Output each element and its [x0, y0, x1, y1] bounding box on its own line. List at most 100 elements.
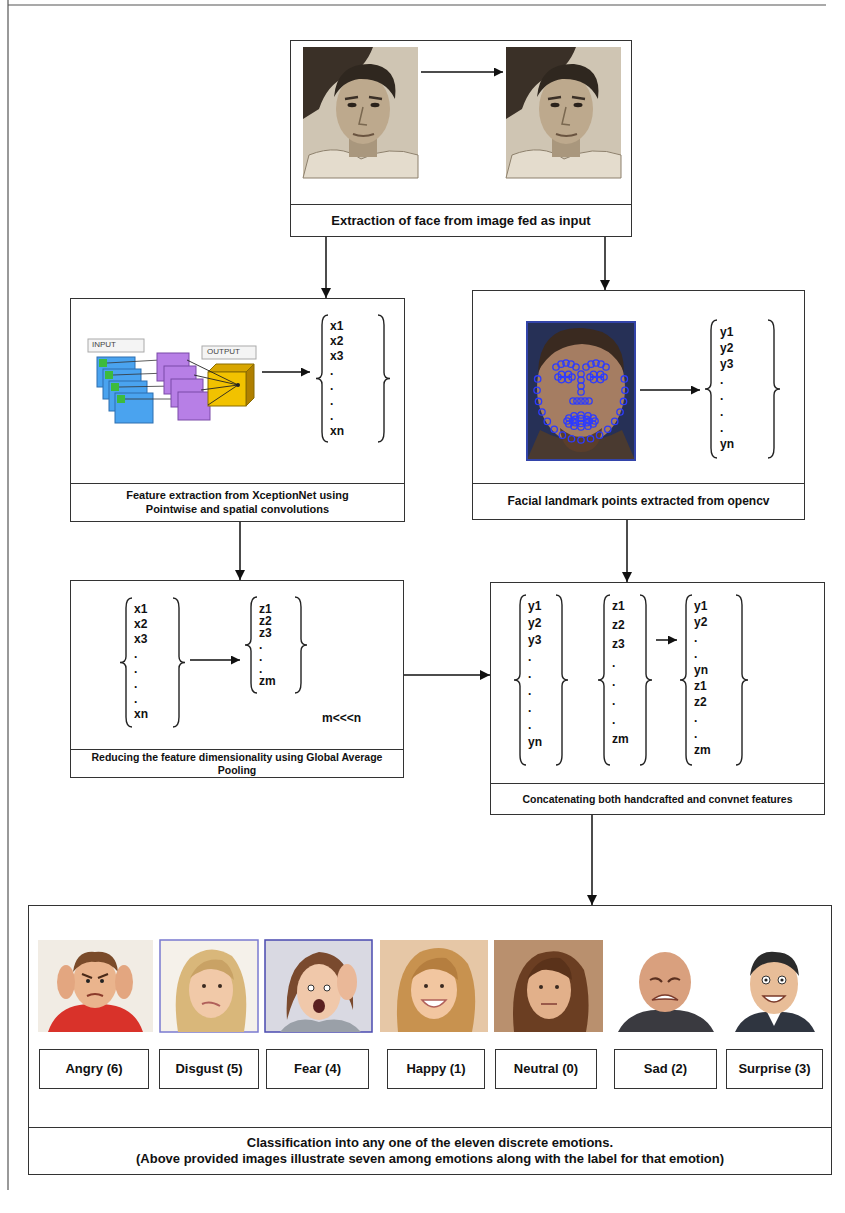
vector-element: .: [134, 648, 137, 662]
cnn-illustration: [117, 395, 125, 403]
vector-element: .: [694, 728, 697, 742]
landmark-point: [534, 387, 540, 393]
vector-element: x1: [134, 603, 147, 617]
box-caption: (Above provided images illustrate seven …: [136, 1151, 724, 1167]
emotion-photo: [313, 999, 325, 1013]
vector-element: .: [720, 390, 723, 404]
vector-element: xn: [330, 425, 344, 439]
landmark-point: [551, 426, 557, 432]
cnn-illustration: [88, 339, 144, 352]
process-box: Extraction of face from image fed as inp…: [290, 40, 632, 237]
flow-arrow: [404, 674, 490, 676]
landmark-point: [578, 389, 584, 395]
vector-element: .: [720, 374, 723, 388]
flow-arrow: [626, 520, 628, 582]
vector-element: .: [694, 712, 697, 726]
vector-element: y2: [720, 342, 733, 356]
emotion-photo: [727, 940, 822, 1032]
vector-element: zm: [259, 675, 276, 689]
emotion-photo: [38, 940, 153, 1032]
emotion-photo: [610, 940, 720, 1032]
vector-brace: [378, 315, 390, 442]
vector-element: .: [612, 695, 615, 709]
emotion-photo: [494, 940, 603, 1032]
emotion-photo: [650, 978, 680, 982]
landmark-point: [578, 437, 584, 443]
box-caption: Concatenating both handcrafted and convn…: [522, 793, 792, 806]
flow-arrow: [190, 659, 240, 661]
process-box: Feature extraction from XceptionNet usin…: [70, 298, 405, 522]
landmark-photo: [538, 328, 624, 372]
landmark-photo: [527, 322, 635, 460]
emotion-photo: [735, 1012, 815, 1032]
emotion-photo: [48, 1004, 143, 1032]
landmark-point: [612, 418, 618, 424]
vector-brace: [556, 595, 568, 765]
landmark-photo: [527, 322, 635, 460]
emotion-photo: [767, 1012, 781, 1026]
landmark-point: [603, 364, 609, 370]
face-photo: [303, 47, 418, 178]
landmark-point: [558, 371, 564, 377]
emotion-photo: [190, 959, 234, 980]
emotion-label: Fear (4): [294, 1061, 341, 1077]
vector-brace: [120, 315, 780, 765]
box-caption: Classification into any one of the eleve…: [247, 1135, 613, 1151]
page-frame: [7, 0, 8, 1190]
landmark-point: [539, 409, 545, 415]
vector-element: z1: [694, 680, 707, 694]
emotion-photo: [527, 958, 572, 980]
vector-element: x3: [134, 633, 147, 647]
landmark-photo: [640, 389, 700, 391]
vector-element: z2: [694, 696, 707, 710]
box-caption: Feature extraction from XceptionNet usin…: [101, 489, 374, 516]
emotion-photo: [160, 940, 258, 1032]
vector-element: .: [330, 365, 333, 379]
vector-element: .: [134, 693, 137, 707]
emotion-label: Surprise (3): [738, 1061, 810, 1077]
emotion-label-box: Fear (4): [266, 1049, 369, 1089]
cnn-illustration: [99, 359, 107, 367]
vector-brace: [768, 320, 780, 458]
landmark-point: [622, 387, 628, 393]
emotion-photo: [494, 940, 603, 1032]
emotion-photo: [397, 948, 475, 1032]
landmark-point: [568, 436, 574, 442]
emotion-photo: [115, 965, 133, 999]
vector-element: .: [134, 678, 137, 692]
vector-element: yn: [694, 664, 708, 678]
caption-band: Reducing the feature dimensionality usin…: [71, 749, 403, 777]
vector-element: .: [528, 719, 531, 733]
emotion-photo: [265, 940, 372, 1032]
emotion-photo: [308, 985, 314, 991]
vector-element: .: [612, 714, 615, 728]
cnn-illustration: [115, 393, 153, 423]
vector-brace: [598, 595, 610, 765]
cnn-illustration: [194, 375, 238, 385]
vector-element: .: [134, 663, 137, 677]
box-caption: Reducing the feature dimensionality usin…: [85, 751, 389, 777]
vector-brace: [295, 597, 307, 693]
cnn-illustration: [262, 371, 310, 373]
vector-element: .: [528, 668, 531, 682]
vector-element: z2: [612, 619, 625, 633]
landmark-point: [590, 371, 596, 377]
caption-band: Classification into any one of the eleve…: [29, 1127, 831, 1174]
landmark-point: [565, 371, 571, 377]
vector-element: y2: [528, 617, 541, 631]
vector-element: y1: [694, 600, 707, 614]
emotion-photo: [380, 940, 488, 1032]
dimension-note: m<<<n: [322, 712, 361, 726]
emotion-label: Neutral (0): [514, 1061, 578, 1077]
vector-element: .: [694, 648, 697, 662]
landmark-point: [586, 398, 592, 404]
vector-element: .: [528, 651, 531, 665]
emotion-label: Disgust (5): [175, 1061, 242, 1077]
flow-arrow: [325, 237, 327, 298]
page-frame: [8, 0, 826, 1190]
vector-element: x3: [330, 350, 343, 364]
vector-element: .: [720, 422, 723, 436]
vector-brace: [514, 595, 526, 765]
face-photo: [506, 47, 621, 178]
vector-brace: [173, 598, 185, 727]
